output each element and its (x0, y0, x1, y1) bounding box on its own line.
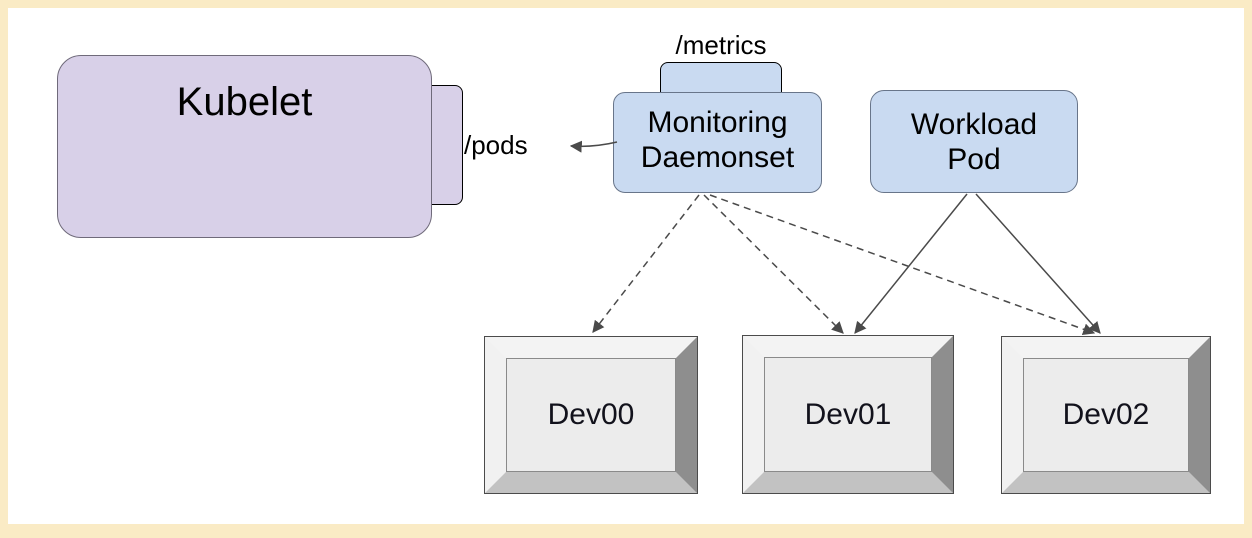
node-workload-pod: Workload Pod (870, 90, 1078, 193)
pods-endpoint-label: /pods (464, 130, 528, 160)
dev00-label: Dev00 (547, 398, 635, 431)
monitoring-label-line1: Monitoring (647, 106, 788, 139)
node-kubelet: Kubelet (57, 55, 432, 238)
dev02-label: Dev02 (1062, 398, 1150, 431)
kubelet-label: Kubelet (176, 80, 313, 124)
node-monitoring-daemonset: Monitoring Daemonset (613, 92, 822, 193)
dev01-label: Dev01 (804, 397, 892, 431)
workload-label-line2: Pod (947, 142, 1001, 176)
node-dev02: Dev02 (1001, 336, 1211, 494)
node-dev00: Dev00 (484, 336, 698, 494)
node-dev01: Dev01 (742, 335, 954, 494)
metrics-endpoint-label: /metrics (675, 30, 767, 60)
monitoring-label-line2: Daemonset (640, 141, 795, 174)
workload-label-line1: Workload (910, 107, 1038, 141)
